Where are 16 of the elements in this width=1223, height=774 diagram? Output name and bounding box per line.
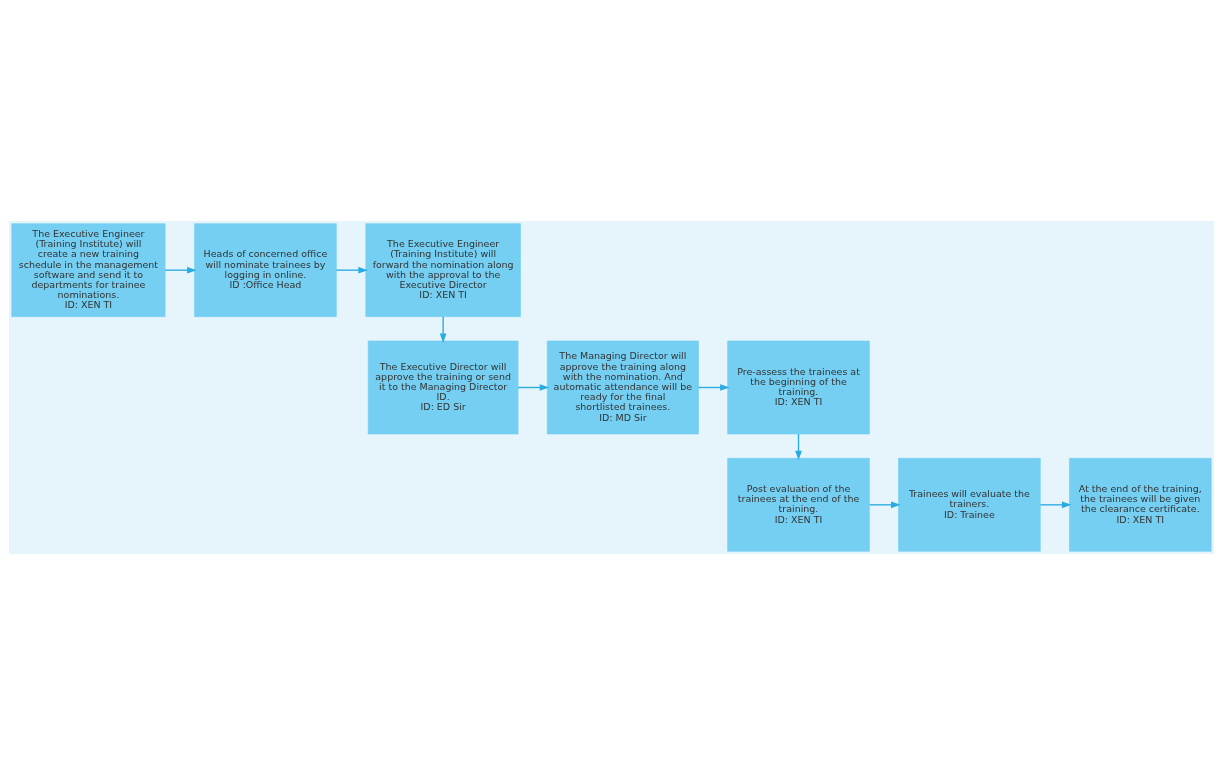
- arrow: [1039, 501, 1072, 508]
- node-box: Heads of concerned office will nominate trainees by logging in online. ID :Office Head: [194, 222, 337, 317]
- arrow: [164, 266, 197, 273]
- node-box: The Executive Engineer (Training Institute) will forward the nomination along with the approval to the Executive Director ID: XEN TI: [365, 222, 521, 317]
- arrow: [439, 315, 447, 343]
- arrow: [517, 383, 550, 391]
- node-box: Pre-assess the trainees at the beginning of the training. ID: XEN TI: [727, 340, 870, 434]
- node-box: The Managing Director will approve the training along with the nomination. And automatic attendance will be ready for the final shortlisted trainees. ID: MD Sir: [546, 340, 699, 434]
- node-box: Trainees will evaluate the trainers. ID: Trainee: [898, 457, 1041, 552]
- arrow: [868, 501, 901, 508]
- arrow: [335, 266, 368, 273]
- node-box: The Executive Engineer (Training Institute) will create a new training schedule in the management software and send it to departments for trainee nominations. ID: XEN TI: [11, 222, 166, 317]
- arrow: [697, 383, 730, 391]
- node-box: Post evaluation of the trainees at the end of the training. ID: XEN TI: [727, 457, 870, 552]
- node-box: At the end of the training, the trainees will be given the clearance certificate. ID: XEN TI: [1069, 457, 1212, 552]
- node-box: The Executive Director will approve the training or send it to the Managing Director ID. ID: ED Sir: [367, 340, 519, 434]
